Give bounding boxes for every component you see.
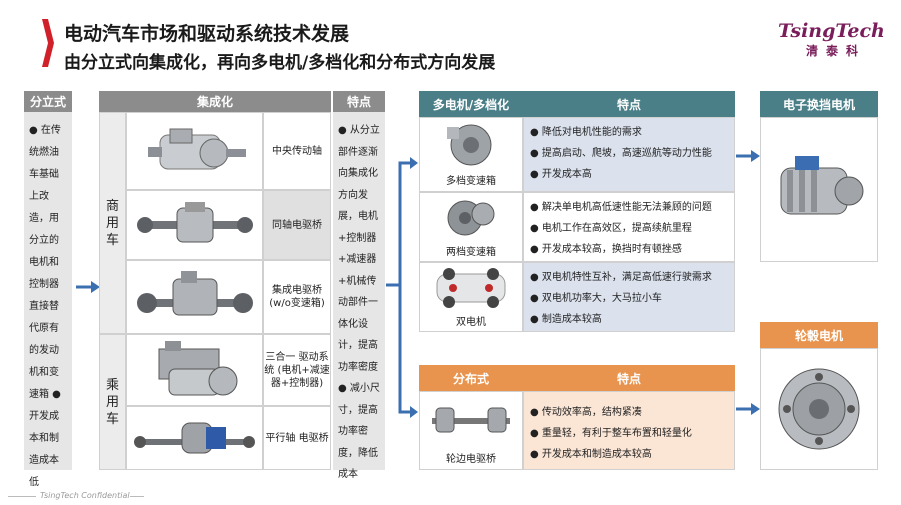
row-integrated-e-axle-label: 集成电驱桥 (w/o变速箱)	[263, 260, 331, 334]
group-passenger-vehicle: 乘用车	[99, 334, 126, 470]
feature-item: ● 双电机功率大，大马拉小车	[530, 293, 662, 304]
arrow-right-icon	[736, 150, 760, 162]
group-passenger-label: 乘用车	[105, 377, 119, 427]
feature-item: ● 解决单电机高低速性能无法兼顾的问题	[530, 202, 712, 213]
feature-item: ● 开发成本较高，换挡时有顿挫感	[530, 244, 682, 255]
footer-confidential: TsingTech Confidential	[40, 491, 130, 500]
hub-motor-header: 轮毂电机	[760, 322, 878, 348]
dual-motor-label: 双电机	[456, 317, 486, 328]
company-logo: TsingTech 清泰科	[778, 20, 885, 60]
multi-speed-gearbox-cell: 多档变速箱	[419, 117, 523, 192]
feature-item: ● 开发成本和制造成本较高	[530, 449, 652, 460]
two-speed-gearbox-image	[420, 193, 522, 243]
title-accent-chevron	[42, 19, 54, 67]
feature-item: ● 提高启动、爬坡，高速巡航等动力性能	[530, 148, 712, 159]
arrow-right-icon	[736, 403, 760, 415]
distributed-features: ● 传动效率高，结构紧凑 ● 重量轻，有利于整车布置和轻量化 ● 开发成本和制造…	[523, 391, 735, 470]
multi-speed-gearbox-label: 多档变速箱	[446, 176, 496, 187]
logo-wordmark: TsingTech	[778, 20, 885, 42]
row-parallel-axis-label: 平行轴 电驱桥	[263, 406, 331, 470]
dual-motor-image	[420, 263, 522, 313]
wheel-side-e-axle-cell: 轮边电驱桥	[419, 391, 523, 470]
footer-rule-left	[8, 496, 36, 497]
dual-motor-features: ● 双电机特性互补，满足高低速行驶需求 ● 双电机功率大，大马拉小车 ● 制造成…	[523, 262, 735, 332]
parallel-axis-e-axle-image	[126, 406, 263, 470]
feature-item: ● 开发成本高	[530, 169, 592, 180]
two-speed-gearbox-cell: 两档变速箱	[419, 192, 523, 262]
row-central-driveshaft-label: 中央传动轴	[263, 112, 331, 190]
logo-chinese: 清泰科	[806, 44, 867, 58]
branch-connector	[386, 157, 418, 418]
dual-motor-cell: 双电机	[419, 262, 523, 332]
group-commercial-vehicle: 商用车	[99, 112, 126, 334]
central-driveshaft-image	[126, 112, 263, 190]
multi-speed-gearbox-image	[420, 118, 522, 172]
multi-speed-gearbox-features: ● 降低对电机性能的需求 ● 提高启动、爬坡，高速巡航等动力性能 ● 开发成本高	[523, 117, 735, 192]
integrated-e-axle-image	[126, 260, 263, 334]
feature-item: ● 传动效率高，结构紧凑	[530, 407, 642, 418]
page-title: 电动汽车市场和驱动系统技术发展	[64, 23, 350, 45]
multi-motor-header: 多电机/多档化	[419, 91, 523, 117]
col-integrated-header: 集成化	[99, 91, 331, 112]
arrow-right-icon	[76, 281, 100, 293]
col-discrete-text: ● 在传统燃油车基础上改造，用分立的电机和控制器直接替代原有的发动机和变速箱 ●…	[29, 125, 61, 488]
col-integrated-features-text: ● 从分立部件逐渐向集成化方向发展，电机+控制器+减速器+机械传动部件一体化设计…	[338, 125, 380, 480]
feature-item: ● 降低对电机性能的需求	[530, 127, 642, 138]
row-coaxial-e-axle-label: 同轴电驱桥	[263, 190, 331, 260]
feature-item: ● 制造成本较高	[530, 314, 602, 325]
feature-item: ● 双电机特性互补，满足高低速行驶需求	[530, 272, 712, 283]
coaxial-e-axle-image	[126, 190, 263, 260]
three-in-one-drive-image	[126, 334, 263, 406]
two-speed-gearbox-features: ● 解决单电机高低速性能无法兼顾的问题 ● 电机工作在高效区，提高续航里程 ● …	[523, 192, 735, 262]
distributed-header: 分布式	[419, 365, 523, 391]
feature-item: ● 电机工作在高效区，提高续航里程	[530, 223, 692, 234]
col-integrated-features-header: 特点	[333, 91, 385, 112]
shift-motor-header: 电子换挡电机	[760, 91, 878, 117]
col-integrated-features-body: ● 从分立部件逐渐向集成化方向发展，电机+控制器+减速器+机械传动部件一体化设计…	[333, 112, 385, 480]
wheel-side-e-axle-image	[420, 392, 522, 450]
footer-rule-right	[130, 496, 144, 497]
col-discrete-header: 分立式	[24, 91, 72, 112]
page-subtitle: 由分立式向集成化，再向多电机/多档化和分布式方向发展	[64, 53, 496, 73]
two-speed-gearbox-label: 两档变速箱	[446, 247, 496, 258]
shift-motor-image	[760, 117, 878, 262]
hub-motor-image	[760, 348, 878, 470]
col-discrete-body: ● 在传统燃油车基础上改造，用分立的电机和控制器直接替代原有的发动机和变速箱 ●…	[24, 112, 72, 488]
wheel-side-e-axle-label: 轮边电驱桥	[446, 454, 496, 465]
distributed-features-header: 特点	[523, 365, 735, 391]
feature-item: ● 重量轻，有利于整车布置和轻量化	[530, 428, 692, 439]
multi-motor-features-header: 特点	[523, 91, 735, 117]
row-three-in-one-label: 三合一 驱动系统 (电机+减速器+控制器)	[263, 334, 331, 406]
group-commercial-label: 商用车	[105, 198, 119, 248]
